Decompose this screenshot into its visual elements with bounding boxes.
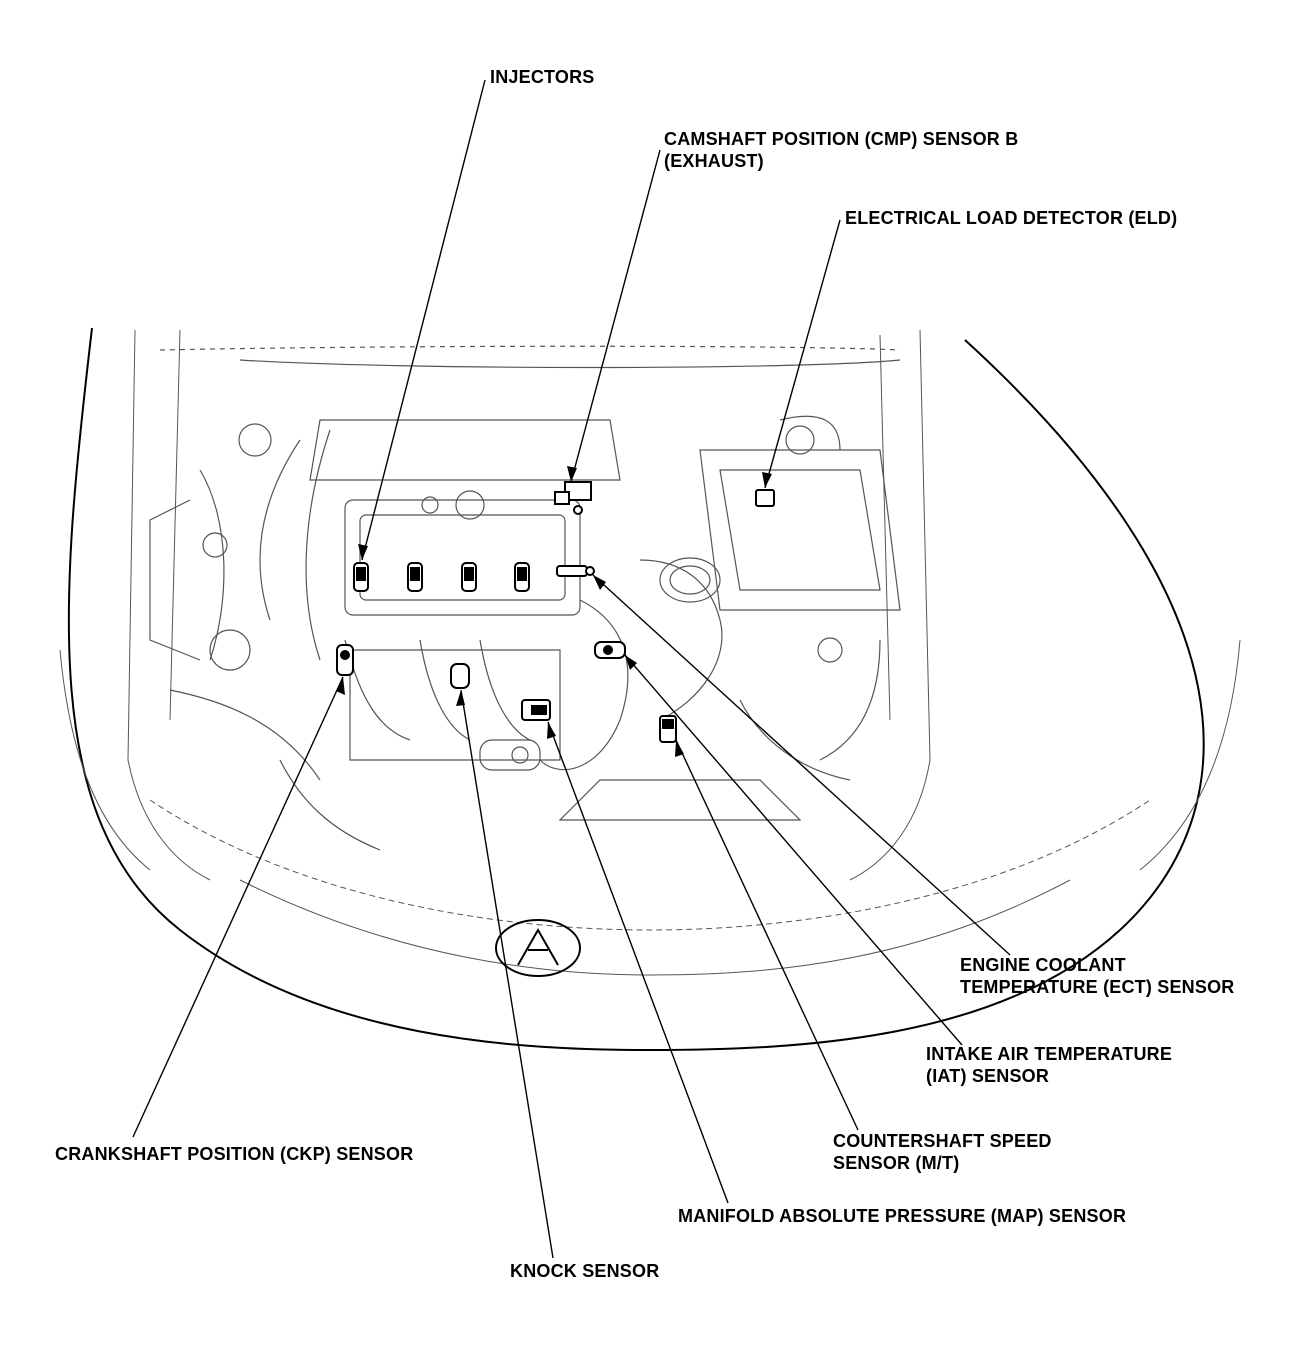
sensor-components	[336, 481, 775, 743]
leader-knock	[460, 689, 554, 1259]
leader-map	[547, 721, 729, 1204]
label-iat-sensor: INTAKE AIR TEMPERATURE (IAT) SENSOR	[926, 1044, 1173, 1086]
leader-iat	[624, 654, 963, 1046]
label-countershaft-sensor: COUNTERSHAFT SPEED SENSOR (M/T)	[833, 1131, 1052, 1173]
label-knock-sensor: KNOCK SENSOR	[510, 1261, 660, 1281]
injector-4	[514, 562, 530, 592]
leader-ckp	[132, 676, 344, 1138]
hood-outline	[67, 327, 1205, 1052]
iat-sensor	[594, 641, 626, 659]
eld-unit	[755, 489, 775, 507]
label-cmp-sensor: CAMSHAFT POSITION (CMP) SENSOR B (EXHAUS…	[664, 129, 1019, 171]
injector-3	[461, 562, 477, 592]
injector-2	[407, 562, 423, 592]
leader-css	[675, 739, 859, 1131]
logo-emblem	[495, 919, 581, 977]
injector-1	[353, 562, 369, 592]
engine-block	[149, 345, 901, 851]
label-injectors: INJECTORS	[490, 67, 595, 87]
leader-lines	[132, 79, 1011, 1259]
label-ect-sensor: ENGINE COOLANT TEMPERATURE (ECT) SENSOR	[960, 955, 1235, 997]
map-sensor	[521, 699, 551, 721]
label-ckp-sensor: CRANKSHAFT POSITION (CKP) SENSOR	[55, 1144, 414, 1164]
leader-eld	[764, 219, 841, 489]
countershaft-sensor	[659, 715, 677, 743]
leader-ect	[592, 574, 1011, 956]
label-map-sensor: MANIFOLD ABSOLUTE PRESSURE (MAP) SENSOR	[678, 1206, 1127, 1226]
leader-injectors	[361, 79, 486, 561]
leader-arrowheads	[336, 466, 772, 757]
cmp-sensor	[554, 481, 592, 515]
knock-sensor	[450, 663, 470, 689]
leader-cmp	[570, 149, 661, 483]
label-eld: ELECTRICAL LOAD DETECTOR (ELD)	[845, 208, 1178, 228]
fender-lines	[59, 329, 1241, 976]
ect-sensor	[556, 565, 595, 577]
ckp-sensor	[336, 644, 354, 676]
